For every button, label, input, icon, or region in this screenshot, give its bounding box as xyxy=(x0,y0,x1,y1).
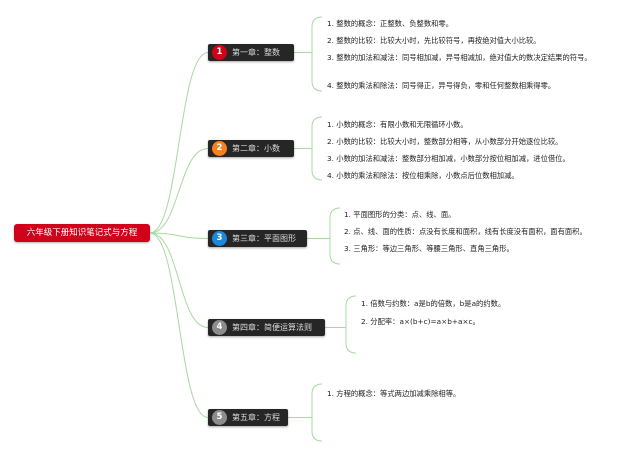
leaf-topic[interactable]: 2. 点、线、面的性质：点没有长度和面积，线有长度没有面积，面有面积。 xyxy=(344,227,587,236)
branch-chapter-5[interactable]: 5 第五章：方程 xyxy=(208,409,288,426)
leaf-topic[interactable]: 1. 小数的概念：有限小数和无限循环小数。 xyxy=(327,120,468,129)
branch-label: 第三章：平面图形 xyxy=(232,234,296,243)
branch-4-bracket xyxy=(345,295,357,354)
chapter-number-badge: 5 xyxy=(212,410,227,425)
leaf-topic[interactable]: 1. 倍数与约数：a是b的倍数，b是a的约数。 xyxy=(361,299,506,308)
branch-label: 第五章：方程 xyxy=(232,413,280,422)
leaf-topic[interactable]: 1. 方程的概念：等式两边加减乘除相等。 xyxy=(327,389,461,398)
branch-chapter-1[interactable]: 1 第一章：整数 xyxy=(208,44,294,61)
branch-1-bracket xyxy=(311,16,323,92)
branch-3-bracket xyxy=(329,207,341,265)
leaf-topic[interactable]: 3. 三角形：等边三角形、等腰三角形、直角三角形。 xyxy=(344,244,514,253)
branch-label: 第二章：小数 xyxy=(232,144,280,153)
branch-label: 第四章：简便运算法则 xyxy=(232,323,312,332)
branch-2-bracket xyxy=(311,116,323,181)
branch-label: 第一章：整数 xyxy=(232,48,280,57)
root-to-branch-4-connector xyxy=(149,232,209,328)
root-to-branch-1-connector xyxy=(149,52,209,234)
root-to-branch-3-connector xyxy=(149,232,209,239)
root-topic[interactable]: 六年级下册知识笔记式与方程 xyxy=(14,224,150,242)
branch-chapter-4[interactable]: 4 第四章：简便运算法则 xyxy=(208,319,325,336)
chapter-number-badge: 4 xyxy=(212,320,227,335)
leaf-topic[interactable]: 1. 平面图形的分类：点、线、面。 xyxy=(344,210,456,219)
leaf-topic[interactable]: 1. 整数的概念：正整数、负整数和零。 xyxy=(327,19,454,28)
branch-chapter-3[interactable]: 3 第三章：平面图形 xyxy=(208,230,307,247)
root-to-branch-2-connector xyxy=(149,148,209,234)
branch-chapter-2[interactable]: 2 第二章：小数 xyxy=(208,140,294,157)
branch-5-bracket xyxy=(311,383,323,442)
leaf-topic[interactable]: 3. 小数的加法和减法：整数部分相加减，小数部分按位相加减，进位借位。 xyxy=(327,154,570,163)
leaf-topic[interactable]: 2. 分配率：a×(b+c)=a×b+a×c。 xyxy=(361,317,480,326)
leaf-topic[interactable]: 4. 整数的乘法和除法：同号得正，异号得负，零和任何整数相乘得零。 xyxy=(327,81,556,90)
chapter-number-badge: 3 xyxy=(212,231,227,246)
leaf-topic[interactable]: 3. 整数的加法和减法：同号相加减，异号相减加，绝对值大的数决定结果的符号。 xyxy=(327,53,592,62)
leaf-topic[interactable]: 2. 小数的比较：比较大小时，整数部分相等，从小数部分开始逐位比较。 xyxy=(327,137,563,146)
chapter-number-badge: 2 xyxy=(212,141,227,156)
root-to-branch-5-connector xyxy=(149,232,209,418)
leaf-topic[interactable]: 2. 整数的比较：比较大小时，先比较符号，再按绝对值大小比较。 xyxy=(327,36,541,45)
leaf-topic[interactable]: 4. 小数的乘法和除法：按位相乘除，小数点后位数相加减。 xyxy=(327,171,519,180)
chapter-number-badge: 1 xyxy=(212,45,227,60)
